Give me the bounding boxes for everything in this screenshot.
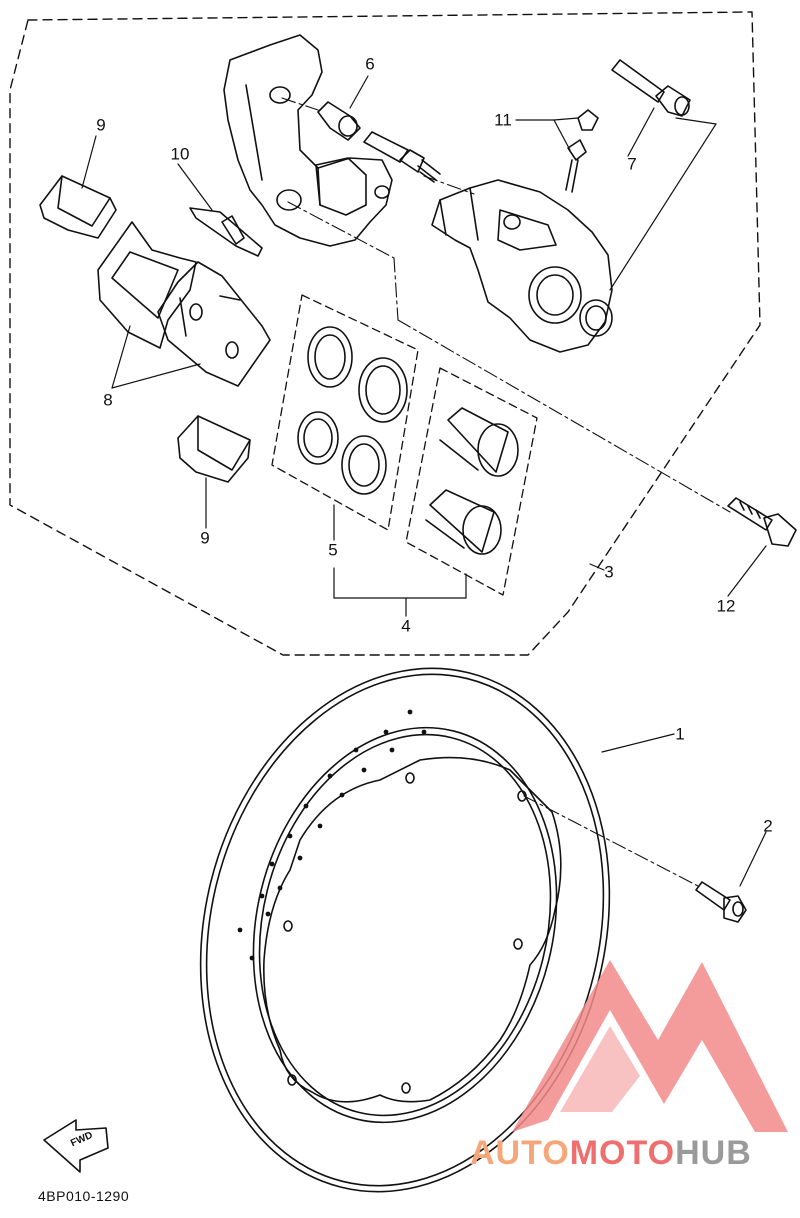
label-3: 3 [604,562,614,582]
watermark-brand: AUTOMOTOHUB [470,1134,752,1173]
caliper-bracket [223,34,393,247]
label-5: 5 [328,540,338,560]
leader-lines [81,75,767,887]
brake-pad-rear [157,261,271,387]
slide-pin-upper [317,101,361,141]
label-6: 6 [365,54,375,74]
caliper-body [431,179,613,353]
caliper-bolt-upper [611,59,691,117]
label-8: 8 [103,390,113,410]
label-10: 10 [170,144,190,164]
label-1: 1 [675,724,685,744]
label-11: 11 [494,110,512,130]
brand-part-moto: MOTO [569,1134,676,1172]
label-12: 12 [716,596,736,616]
seal-kit-outline [271,294,419,531]
piston-seals [297,326,408,495]
disc-holes [237,709,427,961]
brand-part-hub: HUB [675,1134,752,1172]
slide-pin-lower [363,131,441,183]
pad-spring-lower [177,415,251,483]
brake-pad-front [97,221,197,349]
label-7: 7 [627,154,637,174]
pad-shim [189,207,263,257]
brand-part-auto: AUTO [470,1134,570,1172]
label-4: 4 [401,616,411,636]
label-9-top: 9 [96,115,106,135]
label-2: 2 [763,816,773,836]
bleed-valve [565,109,599,193]
brake-disc [199,667,611,1193]
fwd-arrow-icon [43,1119,109,1173]
disc-mount-holes [283,772,527,1094]
piston-kit-outline [405,367,538,596]
pistons [425,407,519,555]
label-9-bottom: 9 [200,528,210,548]
caliper-assembly-outline [9,11,761,656]
part-code: 4BP010-1290 [38,1188,130,1204]
disc-bolt [695,881,747,923]
pad-spring-upper [39,175,117,239]
center-lines [281,97,731,887]
caliper-bolt-lower [727,497,797,547]
automotohub-logo-icon [512,960,788,1132]
